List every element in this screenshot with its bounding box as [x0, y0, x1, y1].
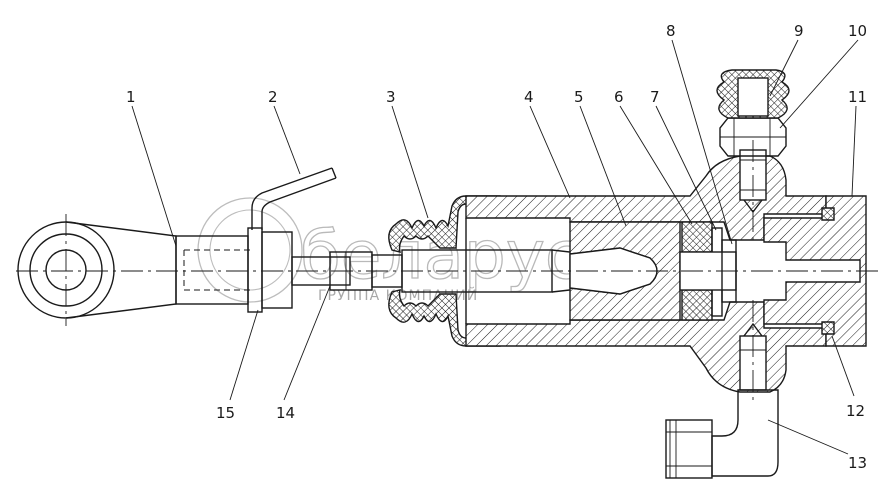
- leader-lines: [131, 39, 859, 455]
- callout-8: 8: [666, 22, 676, 40]
- callout-12: 12: [846, 402, 865, 420]
- callout-5: 5: [574, 88, 584, 106]
- part-11-end-plug: [763, 195, 867, 347]
- callout-9: 9: [794, 22, 804, 40]
- part-4-cylinder-body: [465, 155, 827, 393]
- callout-10: 10: [848, 22, 867, 40]
- callout-6: 6: [614, 88, 624, 106]
- callout-11: 11: [848, 88, 867, 106]
- callout-3: 3: [386, 88, 396, 106]
- part-9-10-fitting: [716, 69, 790, 157]
- callout-14: 14: [276, 404, 295, 422]
- callout-15: 15: [216, 404, 235, 422]
- callout-7: 7: [650, 88, 660, 106]
- part-13-elbow: [665, 300, 779, 479]
- callout-4: 4: [524, 88, 534, 106]
- part-2-spring-wire: [251, 167, 337, 230]
- callout-2: 2: [268, 88, 278, 106]
- callout-labels: 1 2 3 4 5 6 7 8 9 10 11 12 13 14 15: [126, 22, 867, 472]
- callout-1: 1: [126, 88, 136, 106]
- callout-13: 13: [848, 454, 867, 472]
- part-15-bracket: [247, 227, 293, 313]
